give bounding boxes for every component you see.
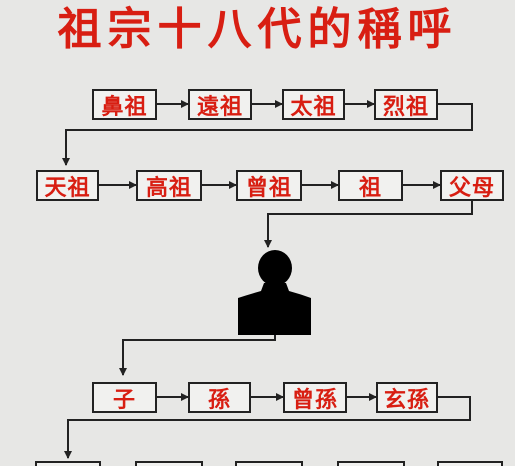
connector-row3-to-row4 — [64, 396, 471, 459]
box-fumu: 父母 — [440, 170, 504, 201]
box-taizu: 太祖 — [282, 89, 345, 120]
box-zu: 祖 — [338, 170, 403, 201]
next-row-box-5 — [437, 461, 503, 466]
box-bizu: 鼻祖 — [92, 89, 157, 120]
box-xuansun: 玄孫 — [376, 382, 438, 413]
connector-fumu-to-self — [264, 201, 473, 248]
next-row-box-4 — [337, 461, 405, 466]
next-row-box-1 — [35, 461, 101, 466]
box-sun: 孫 — [188, 382, 251, 413]
connector-row1-to-row2 — [62, 103, 473, 166]
next-row-box-2 — [135, 461, 203, 466]
box-tianzu: 天祖 — [36, 170, 99, 201]
box-liezu: 烈祖 — [374, 89, 438, 120]
box-cengzu: 曾祖 — [236, 170, 302, 201]
connector-self-to-zi — [119, 335, 276, 376]
box-yuanzu: 遠祖 — [188, 89, 252, 120]
box-zi: 子 — [92, 382, 157, 413]
box-cengsun: 曾孫 — [283, 382, 347, 413]
self-person-icon — [238, 250, 311, 335]
next-row-box-3 — [235, 461, 303, 466]
page-title: 祖宗十八代的稱呼 — [57, 4, 458, 55]
box-gaozu: 高祖 — [136, 170, 202, 201]
